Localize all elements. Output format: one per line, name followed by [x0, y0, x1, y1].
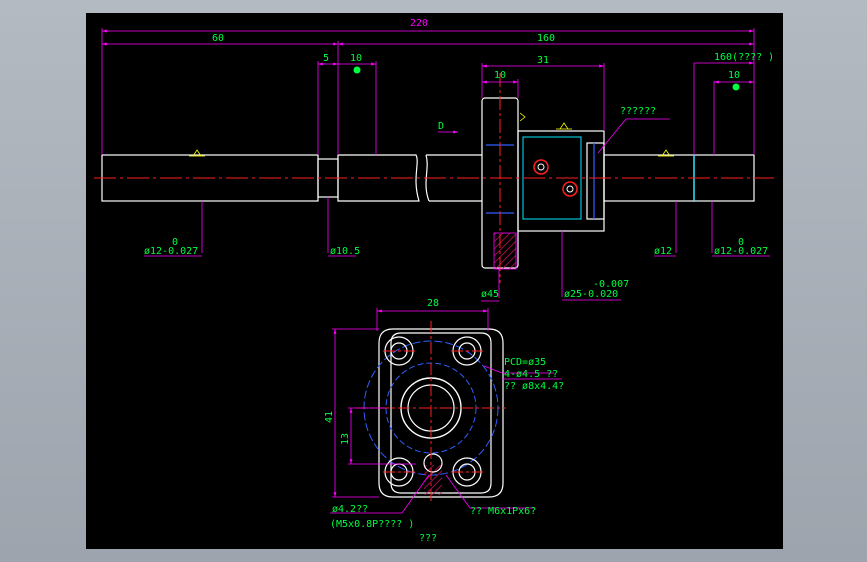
- note-thread: (M5x0.8P???? ): [330, 519, 414, 530]
- dia-right-tol-upper: 0: [738, 237, 744, 248]
- roughness-marks: [189, 112, 674, 157]
- dim-nut-flange: 10: [494, 70, 506, 81]
- front-dimensions: [330, 308, 562, 514]
- dia-screw: ø12: [654, 246, 672, 257]
- screw-left-section: [337, 154, 420, 202]
- dia-right: ø12-0.027: [714, 246, 768, 257]
- cad-drawing: 220 60 160 5 10 31 10 160(???? ) 10 D ??…: [94, 18, 774, 544]
- wiper-seal: [586, 142, 605, 220]
- dim-front-offset: 13: [340, 433, 351, 445]
- shaft-side-view: [101, 97, 755, 269]
- dim-front-height: 41: [324, 411, 335, 423]
- dia-nut: ø25-0.020: [564, 289, 618, 300]
- pilot-hatch: [424, 465, 442, 495]
- note-holes: 4-ø4.5 ??: [504, 369, 558, 380]
- dim-right-gap: 10: [728, 70, 740, 81]
- dim-groove: 5: [323, 53, 329, 64]
- nut-ports: [533, 159, 578, 197]
- note-bottom: ???: [419, 533, 437, 544]
- nut-body: [517, 130, 605, 232]
- side-dimensions: [101, 28, 770, 302]
- dia-left: ø12-0.027: [144, 246, 198, 257]
- dia-nut-tol: -0.007: [593, 279, 629, 290]
- datum-symbols: [353, 66, 740, 91]
- dim-right-section: 160: [537, 33, 555, 44]
- dim-left-gap: 10: [350, 53, 362, 64]
- screw-right-section: [426, 154, 482, 202]
- view-d-label: D: [438, 121, 444, 132]
- note-tap: ?? M6x1Px6?: [470, 506, 536, 517]
- drawing-canvas[interactable]: 220 60 160 5 10 31 10 160(???? ) 10 D ??…: [86, 13, 783, 549]
- dia-flange: ø45: [481, 289, 499, 300]
- break-line: [425, 154, 430, 202]
- dim-front-width: 28: [427, 298, 439, 309]
- flange-hatch: [493, 232, 517, 270]
- dia-groove: ø10.5: [330, 246, 360, 257]
- nut-note: ??????: [620, 106, 656, 117]
- dim-nut: 31: [537, 55, 549, 66]
- dia-left-tol-upper: 0: [172, 237, 178, 248]
- dim-left-section: 60: [212, 33, 224, 44]
- note-cbore: ?? ø8x4.4?: [504, 381, 564, 392]
- nut-ports-inner: [537, 163, 574, 193]
- note-pcd: PCD=ø35: [504, 357, 546, 368]
- dim-overall: 220: [410, 18, 428, 29]
- dim-right-ref: 160(???? ): [714, 52, 774, 63]
- note-pilot: ø4.2??: [332, 504, 368, 515]
- nut-hidden-edges: [486, 143, 595, 219]
